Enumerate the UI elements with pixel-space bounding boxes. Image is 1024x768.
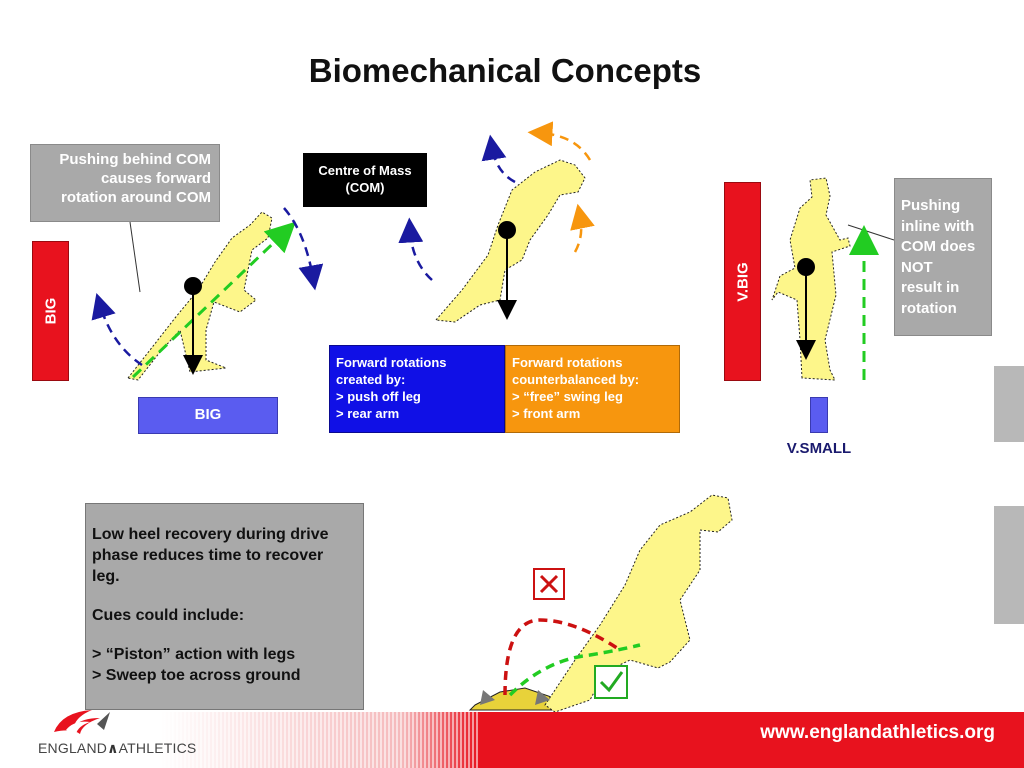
- rotation-box-line: > rear arm: [336, 406, 400, 421]
- callout-line: inline with: [901, 217, 975, 235]
- callout-line: Pushing: [901, 197, 961, 214]
- rotation-magnitude-bar-left: BIG: [32, 241, 69, 381]
- side-tab-decoration: [994, 506, 1024, 624]
- logo-text-england: ENGLAND: [38, 740, 108, 756]
- england-athletics-logo-text: ENGLAND∧ATHLETICS: [38, 740, 197, 756]
- push-magnitude-bar-right: [810, 397, 828, 433]
- bar-label-vsmall: V.SMALL: [786, 440, 852, 457]
- callout-line: causes forward: [100, 170, 211, 187]
- footer-website-url[interactable]: www.englandathletics.org: [760, 722, 995, 743]
- com-label-line: Centre of Mass: [318, 163, 412, 178]
- centre-of-mass-label: Centre of Mass (COM): [303, 153, 427, 207]
- cue-intro-line: Low heel recovery during drive: [92, 526, 329, 543]
- rotations-counterbalanced-box: Forward rotations counterbalanced by: > …: [505, 345, 680, 433]
- rotation-box-line: > “free” swing leg: [512, 389, 623, 404]
- callout-line: rotation: [901, 299, 957, 317]
- push-magnitude-bar-left: BIG: [138, 397, 278, 434]
- callout-line: Pushing behind COM: [59, 151, 211, 168]
- bar-label: BIG: [42, 297, 59, 325]
- cue-item: > Sweep toe across ground: [92, 667, 301, 684]
- rotation-box-line: counterbalanced by:: [512, 372, 640, 387]
- callout-line: NOT: [901, 258, 933, 276]
- rotation-box-line: > front arm: [512, 406, 581, 421]
- callout-pointer-right: [847, 224, 895, 241]
- sprinter-figure-leaning: [91, 207, 324, 381]
- rotation-magnitude-bar-right: V.BIG: [724, 182, 761, 381]
- rotation-box-line: > push off leg: [336, 389, 421, 404]
- runner-figure-upright: [771, 177, 879, 381]
- callout-line: COM does: [901, 238, 976, 255]
- callout-pointer-left: [129, 221, 141, 293]
- logo-text-athletics: ATHLETICS: [118, 740, 197, 756]
- cues-heading: Cues could include:: [92, 607, 245, 624]
- callout-line: rotation around COM: [61, 189, 211, 206]
- side-tab-decoration: [994, 366, 1024, 442]
- rotations-created-box: Forward rotations created by: > push off…: [329, 345, 505, 433]
- rotation-box-line: Forward rotations: [336, 355, 447, 370]
- callout-inline-com: Pushing inline with COM does NOT result …: [894, 178, 992, 336]
- england-athletics-logo-icon: [54, 710, 110, 734]
- com-label-line: (COM): [345, 180, 385, 195]
- cue-intro-line: leg.: [92, 568, 120, 585]
- cue-intro-line: phase reduces time to recover: [92, 547, 324, 564]
- cue-item: > “Piston” action with legs: [92, 646, 296, 663]
- heel-recovery-cues-box: Low heel recovery during drive phase red…: [85, 503, 364, 710]
- bar-label: V.BIG: [734, 261, 751, 302]
- rotation-box-line: created by:: [336, 372, 406, 387]
- cross-mark-icon: [533, 568, 565, 600]
- callout-line: result in: [901, 279, 960, 296]
- sprinter-figure-central: [398, 121, 595, 323]
- slide-title: Biomechanical Concepts: [308, 52, 702, 89]
- check-mark-icon: [594, 665, 628, 699]
- footer-bar: [160, 712, 1024, 768]
- callout-behind-com: Pushing behind COM causes forward rotati…: [30, 144, 220, 222]
- rotation-box-line: Forward rotations: [512, 355, 623, 370]
